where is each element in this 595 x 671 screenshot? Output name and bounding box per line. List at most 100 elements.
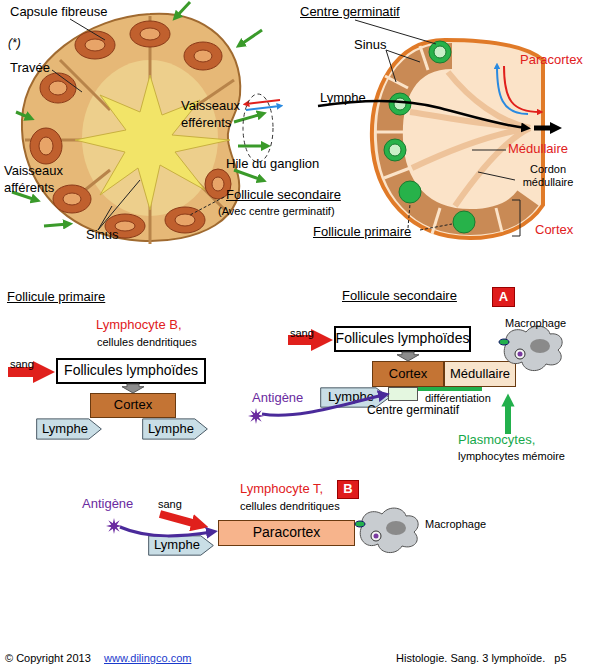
annotation-label: Follicule primaire xyxy=(7,289,105,306)
annotation-label: cellules dendritiques xyxy=(97,335,197,349)
connector xyxy=(418,387,480,389)
lymph-arrow: Lymphe xyxy=(148,535,214,556)
medulla-box: Médullaire xyxy=(444,361,516,387)
annotation-label: Follicule secondaire xyxy=(226,187,341,204)
connector-label: différentiation xyxy=(425,391,491,405)
hilum-outline xyxy=(243,94,273,162)
antigen-path xyxy=(120,527,212,536)
node-text: Lymphe xyxy=(154,538,200,552)
trabeculae xyxy=(25,16,234,244)
paracortex-red-arrow xyxy=(504,66,540,112)
node-text: Cortex xyxy=(114,398,152,412)
annotation-label: Paracortex xyxy=(520,52,583,69)
sinus-star xyxy=(75,75,230,210)
cortex-box: Cortex xyxy=(372,361,444,387)
annotation-label: Lymphocyte T, xyxy=(240,481,323,498)
schema-follicles xyxy=(384,41,475,233)
annotation-label: Capsule fibreuse xyxy=(10,4,108,21)
lymph-flow xyxy=(318,101,526,128)
connector xyxy=(397,352,419,361)
node-text: B xyxy=(343,482,352,496)
annotation-label: Vaisseaux afférents xyxy=(4,163,82,197)
germinal-center-box: Centre germinatif xyxy=(388,387,418,401)
captured-antigen xyxy=(499,339,509,345)
annotation-label: Cortex xyxy=(535,222,573,239)
artery-arrow xyxy=(246,100,280,104)
node-text: Lymphe xyxy=(328,390,374,404)
lymph-arrow-outline xyxy=(149,536,214,555)
lymph-arrow: Lymphe xyxy=(142,418,208,440)
annotation-label: Follicule primaire xyxy=(313,224,411,241)
follicle-box: Follicules lymphoïdes xyxy=(56,358,206,384)
section-tag: A xyxy=(492,287,515,307)
lymph-arrow: Lymphe xyxy=(36,418,102,440)
annotation-label: sang xyxy=(10,357,34,371)
annotation-label: Lymphe xyxy=(320,90,366,107)
annotation-label: (*) xyxy=(8,36,21,52)
annotation-label: Follicule secondaire xyxy=(342,288,457,305)
phagosome-core xyxy=(518,352,523,357)
follicle-box: Follicules lymphoïdes xyxy=(334,326,471,352)
lymph-arrow-outline xyxy=(143,419,208,439)
plasmocyte-arrow xyxy=(505,400,511,434)
lymph-arrow-outline xyxy=(37,419,102,439)
phagosome xyxy=(515,349,525,359)
paracortex-blue-arrow xyxy=(497,66,528,114)
vein-arrow xyxy=(246,106,280,110)
macrophage-body xyxy=(360,508,418,553)
annotation-label: Sinus xyxy=(354,37,387,54)
annotation-label: Macrophage xyxy=(425,517,486,531)
node-text: A xyxy=(499,290,508,304)
node-text: Cortex xyxy=(389,367,427,381)
node-text: Centre germinatif xyxy=(367,404,459,417)
annotation-label: Travée xyxy=(10,60,50,77)
schema-capsule xyxy=(372,40,543,238)
cortex-box: Cortex xyxy=(90,393,176,418)
phagosome xyxy=(371,531,381,541)
medullary-cords xyxy=(410,72,530,206)
annotation-label: (Avec centre germinatif) xyxy=(218,204,335,218)
annotation-label: Antigène xyxy=(252,390,303,407)
annotation-label: Centre germinatif xyxy=(300,4,400,21)
connector xyxy=(122,384,144,393)
macrophage-nucleus xyxy=(530,339,550,353)
annotation-label: Macrophage xyxy=(505,316,566,330)
annotation-label: © Copyright 2013 xyxy=(5,651,91,665)
annotation-label: cellules dendritiques xyxy=(240,499,340,513)
blood-arrow xyxy=(160,514,200,525)
node-text: Lymphe xyxy=(148,422,194,436)
annotation-label: lymphocytes mémoire xyxy=(458,449,565,463)
annotation-label: Antigène xyxy=(82,496,133,513)
annotation-label: Hile du ganglion xyxy=(226,156,319,173)
schema-leaders xyxy=(355,20,520,236)
node-text: Lymphe xyxy=(42,422,88,436)
captured-antigen xyxy=(355,521,365,527)
annotation-label: sang xyxy=(290,326,314,340)
node-text: Follicules lymphoïdes xyxy=(64,363,198,378)
annotation-label: sang xyxy=(158,497,182,511)
sinus-lines xyxy=(376,46,502,234)
annotation-label: Médullaire xyxy=(508,141,568,158)
macrophage-nucleus xyxy=(386,521,406,535)
annotation-label: Plasmocytes, xyxy=(458,432,535,449)
annotation-label: www.dilingco.com xyxy=(104,651,191,665)
antigen-star xyxy=(106,518,122,534)
section-tag: B xyxy=(337,480,359,499)
phagosome-core xyxy=(374,534,379,539)
annotation-label: Lymphocyte B, xyxy=(96,317,182,334)
node-text: Médullaire xyxy=(450,367,510,381)
annotation-label: Vaisseaux efférents xyxy=(181,98,259,132)
efferent-flow-arrow xyxy=(534,126,556,131)
block-arrow xyxy=(397,352,419,361)
antigen-star xyxy=(248,408,264,424)
paracortex-box: Paracortex xyxy=(218,520,355,546)
annotation-label: Cordon médullaire xyxy=(515,163,581,188)
annotation-label: Histologie. Sang. 3 lymphoïde. p5 xyxy=(396,651,567,665)
macrophage-cell xyxy=(355,508,418,553)
annotation-label: Sinus xyxy=(86,227,119,244)
connector-line xyxy=(418,387,480,389)
block-arrow xyxy=(122,384,144,393)
node-text: Paracortex xyxy=(253,525,321,540)
node-text: Follicules lymphoïdes xyxy=(336,331,470,346)
